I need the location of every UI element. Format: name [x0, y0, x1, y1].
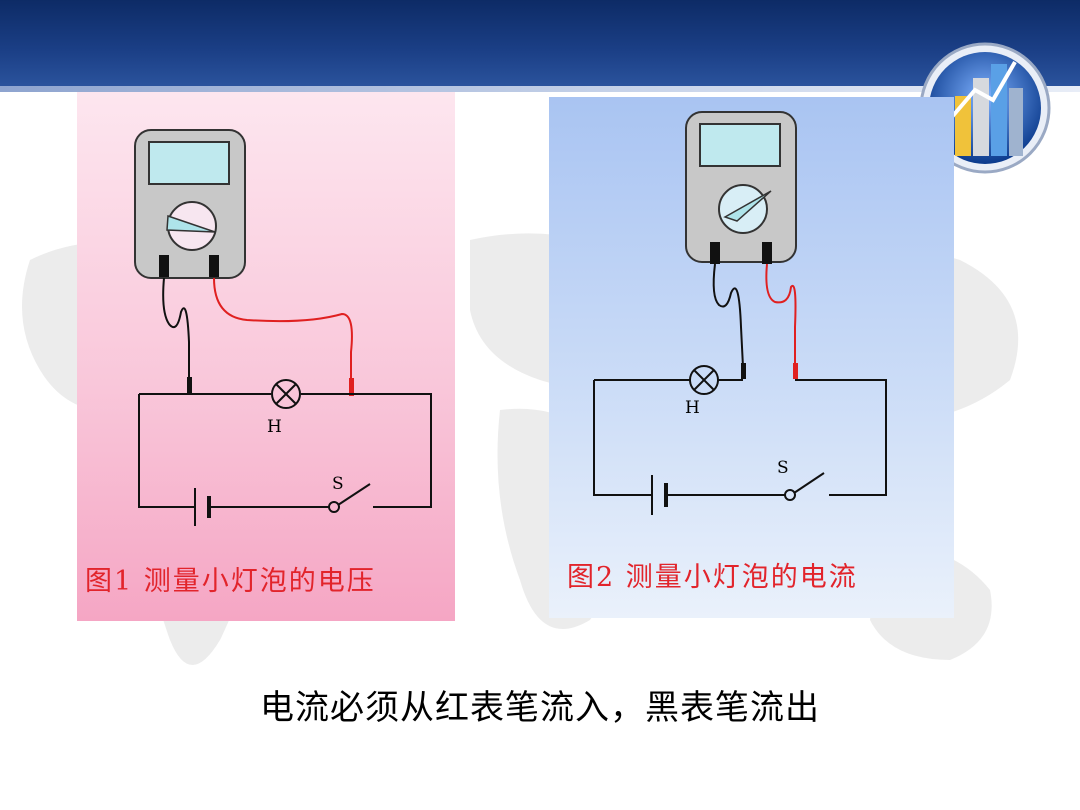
figure-2-caption: 图2 测量小灯泡的电流	[567, 562, 858, 593]
multimeter-1	[134, 129, 246, 279]
header-bar	[0, 0, 1080, 92]
figure-1-panel: H S 图1 测量小灯泡的电压	[77, 92, 455, 621]
switch-label-1: S	[332, 474, 344, 494]
multimeter-2	[685, 111, 797, 264]
figure-2-circuit-diagram: H S	[593, 111, 887, 515]
lamp-label-2: H	[685, 398, 700, 418]
bottom-note: 电流必须从红表笔流入，黑表笔流出	[260, 688, 820, 728]
figure-1-circuit-diagram: H S	[134, 129, 432, 526]
switch-label-2: S	[777, 458, 789, 478]
lamp-label-1: H	[267, 417, 282, 437]
figure-2-panel: H S 图2 测量小灯泡的电流	[549, 97, 954, 618]
figure-1-caption: 图1 测量小灯泡的电压	[85, 566, 376, 597]
